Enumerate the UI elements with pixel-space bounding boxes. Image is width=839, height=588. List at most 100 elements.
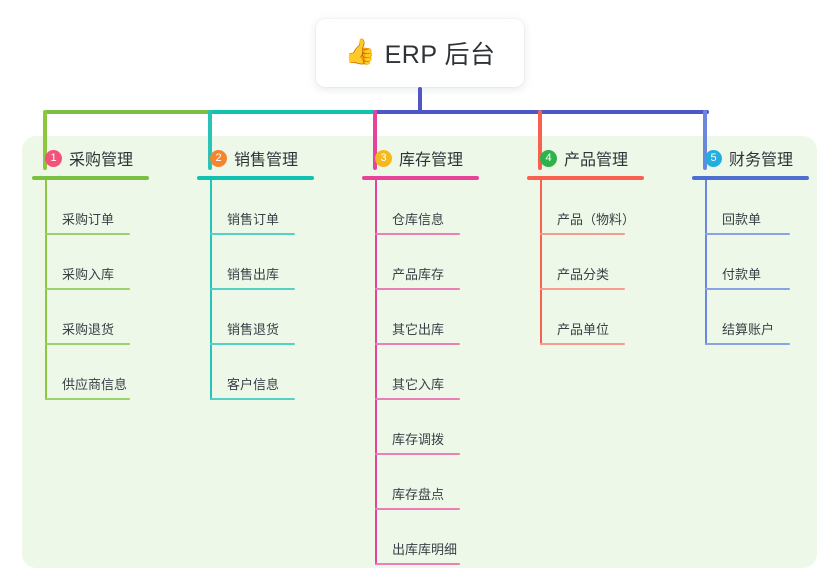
leaf-label: 销售出库 xyxy=(227,267,280,282)
branch-rule-1 xyxy=(32,176,149,180)
leaf-item[interactable]: 付款单 xyxy=(705,235,809,290)
leaf-label: 产品（物料） xyxy=(557,212,636,227)
leaf-item[interactable]: 产品单位 xyxy=(540,290,644,345)
branch-badge-1: 1 xyxy=(45,149,62,167)
leaf-spine-2 xyxy=(210,180,212,400)
leaf-rule xyxy=(375,453,460,455)
leaf-rule xyxy=(540,343,625,345)
branch-column-3: 3 库存管理仓库信息产品库存其它出库其它入库库存调拨库存盘点出库库明细 xyxy=(362,147,479,565)
leaf-label: 出库库明细 xyxy=(392,542,458,557)
thumbs-up-icon: 👍 xyxy=(344,37,376,66)
branch-column-1: 1 采购管理采购订单采购入库采购退货供应商信息 xyxy=(32,147,149,400)
leaf-label: 库存盘点 xyxy=(392,487,445,502)
leaf-item[interactable]: 出库库明细 xyxy=(375,510,479,565)
branch-drop-1 xyxy=(43,110,47,170)
leaf-label: 库存调拨 xyxy=(392,432,445,447)
leaf-label: 产品单位 xyxy=(557,322,610,337)
leaf-spine-1 xyxy=(45,180,47,400)
leaf-item[interactable]: 产品（物料） xyxy=(540,180,644,235)
leaf-rule xyxy=(210,288,295,290)
leaf-item[interactable]: 销售出库 xyxy=(210,235,314,290)
leaf-label: 其它出库 xyxy=(392,322,445,337)
leaf-label: 客户信息 xyxy=(227,377,280,392)
leaf-item[interactable]: 销售订单 xyxy=(210,180,314,235)
leaf-item[interactable]: 产品库存 xyxy=(375,235,479,290)
branch-title-4: 产品管理 xyxy=(564,152,629,169)
leaf-rule xyxy=(210,343,295,345)
branch-header-5[interactable]: 5 财务管理 xyxy=(692,147,809,169)
leaf-rule xyxy=(210,398,295,400)
leaf-item[interactable]: 库存盘点 xyxy=(375,455,479,510)
leaf-item[interactable]: 产品分类 xyxy=(540,235,644,290)
leaf-rule xyxy=(45,233,130,235)
leaf-label: 仓库信息 xyxy=(392,212,445,227)
branch-column-5: 5 财务管理回款单付款单结算账户 xyxy=(692,147,809,345)
branch-title-1: 采购管理 xyxy=(69,152,134,169)
leaf-label: 供应商信息 xyxy=(62,377,128,392)
leaf-item[interactable]: 回款单 xyxy=(705,180,809,235)
leaf-rule xyxy=(45,398,130,400)
leaf-label: 产品分类 xyxy=(557,267,610,282)
content-card xyxy=(22,136,817,568)
leaf-label: 结算账户 xyxy=(722,322,775,337)
leaf-list-4: 产品（物料） 产品分类产品单位 xyxy=(527,180,644,345)
leaf-label: 采购入库 xyxy=(62,267,115,282)
leaf-rule xyxy=(375,233,460,235)
leaf-item[interactable]: 销售退货 xyxy=(210,290,314,345)
branch-drop-5 xyxy=(703,110,707,170)
branch-rule-4 xyxy=(527,176,644,180)
bus-segment-2 xyxy=(210,110,377,114)
branch-drop-3 xyxy=(373,110,377,170)
leaf-rule xyxy=(45,343,130,345)
root-title: ERP 后台 xyxy=(384,41,496,69)
leaf-spine-3 xyxy=(375,180,377,565)
leaf-rule xyxy=(540,233,625,235)
root-trunk-line xyxy=(418,87,422,114)
leaf-rule xyxy=(375,398,460,400)
leaf-label: 回款单 xyxy=(722,212,762,227)
branch-badge-2: 2 xyxy=(210,149,227,167)
leaf-rule xyxy=(705,343,790,345)
leaf-list-3: 仓库信息产品库存其它出库其它入库库存调拨库存盘点出库库明细 xyxy=(362,180,479,565)
root-node[interactable]: 👍 ERP 后台 xyxy=(316,19,524,87)
branch-drop-4 xyxy=(538,110,542,170)
leaf-item[interactable]: 结算账户 xyxy=(705,290,809,345)
leaf-label: 销售退货 xyxy=(227,322,280,337)
leaf-rule xyxy=(540,288,625,290)
leaf-item[interactable]: 供应商信息 xyxy=(45,345,149,400)
branch-rule-3 xyxy=(362,176,479,180)
branch-header-1[interactable]: 1 采购管理 xyxy=(32,147,149,169)
leaf-label: 采购退货 xyxy=(62,322,115,337)
leaf-rule xyxy=(705,233,790,235)
branch-drop-2 xyxy=(208,110,212,170)
branch-badge-5: 5 xyxy=(705,149,722,167)
leaf-spine-4 xyxy=(540,180,542,345)
leaf-item[interactable]: 客户信息 xyxy=(210,345,314,400)
leaf-item[interactable]: 采购入库 xyxy=(45,235,149,290)
branch-badge-3: 3 xyxy=(375,149,392,167)
branch-title-5: 财务管理 xyxy=(729,152,794,169)
leaf-rule xyxy=(375,343,460,345)
leaf-item[interactable]: 采购退货 xyxy=(45,290,149,345)
branch-rule-2 xyxy=(197,176,314,180)
leaf-item[interactable]: 仓库信息 xyxy=(375,180,479,235)
leaf-rule xyxy=(375,288,460,290)
leaf-rule xyxy=(375,508,460,510)
leaf-list-2: 销售订单销售出库销售退货客户信息 xyxy=(197,180,314,400)
leaf-rule xyxy=(45,288,130,290)
leaf-item[interactable]: 其它出库 xyxy=(375,290,479,345)
leaf-list-1: 采购订单采购入库采购退货供应商信息 xyxy=(32,180,149,400)
leaf-rule xyxy=(210,233,295,235)
leaf-item[interactable]: 库存调拨 xyxy=(375,400,479,455)
branch-header-3[interactable]: 3 库存管理 xyxy=(362,147,479,169)
leaf-label: 产品库存 xyxy=(392,267,445,282)
bus-segment-1 xyxy=(45,110,212,114)
leaf-label: 其它入库 xyxy=(392,377,445,392)
leaf-item[interactable]: 采购订单 xyxy=(45,180,149,235)
branch-title-3: 库存管理 xyxy=(399,152,464,169)
leaf-item[interactable]: 其它入库 xyxy=(375,345,479,400)
bus-segment-3 xyxy=(375,110,709,114)
